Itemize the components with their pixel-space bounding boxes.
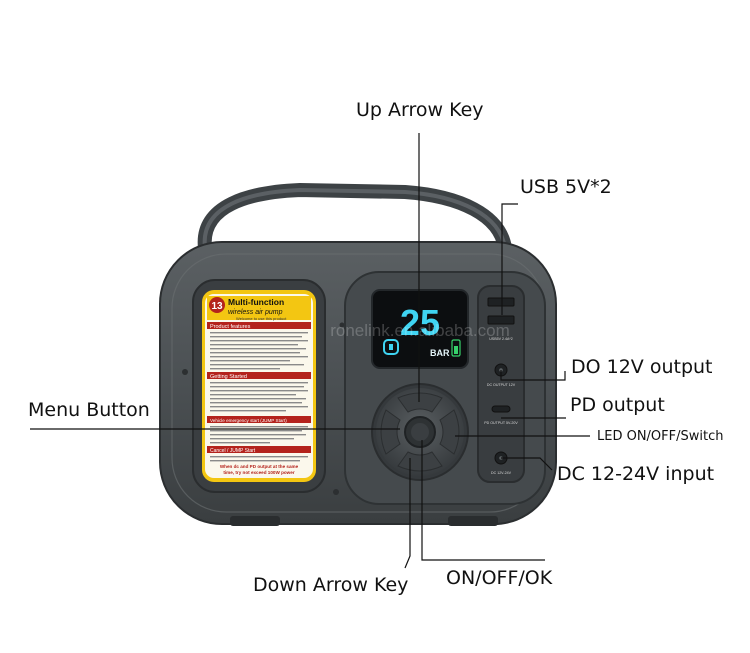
callout-menu-button: Menu Button (28, 399, 150, 421)
badge-circle (209, 297, 225, 313)
down-arrow-key[interactable] (397, 451, 443, 472)
tire-icon (383, 339, 399, 355)
label-section-features: Product features (210, 324, 251, 330)
usb-port-1[interactable] (487, 297, 515, 307)
callout-led-switch: LED ON/OFF/Switch (597, 429, 724, 444)
pd-output-port[interactable] (491, 405, 511, 413)
dc-in-port-label: DC 12V-24V (491, 471, 512, 475)
leader-on-off (421, 440, 545, 561)
menu-button[interactable] (380, 409, 401, 455)
watermark: ronelink.en.alibaba.com (330, 321, 510, 340)
label-footer-2: time, try not exceed 100W power (223, 470, 294, 475)
badge-number: 13 (211, 301, 223, 312)
callout-do-12v: DO 12V output (571, 356, 713, 378)
label-welcome: Welcome to use this product (236, 316, 287, 321)
label-footer-1: When dc and PD output at the same (220, 464, 299, 469)
lcd-display: 25 BAR (371, 289, 469, 369)
callout-usb: USB 5V*2 (520, 176, 612, 198)
battery-icon (451, 339, 461, 357)
callout-up-arrow-key: Up Arrow Key (356, 99, 484, 121)
pd-port-label: PD OUTPUT 5V-20V (484, 421, 518, 425)
label-subtitle: wireless air pump (228, 309, 283, 316)
leader-dc-in (501, 457, 553, 471)
port-column: USB5V 2.4A*2 DC OUTPUT 12V PD OUTPUT 5V-… (477, 285, 525, 483)
screw-mid (339, 322, 345, 328)
callout-dc-input: DC 12-24V input (557, 463, 715, 485)
left-foot (230, 516, 280, 526)
screw-left-top (182, 369, 188, 375)
screw-left-bottom (333, 489, 339, 495)
led-switch-button[interactable] (439, 409, 460, 455)
up-arrow-key[interactable] (397, 392, 443, 413)
leader-do (500, 370, 566, 381)
label-section-cancel: Cancel / JUMP Start (210, 448, 256, 454)
d-pad[interactable] (371, 383, 469, 481)
leader-down-arrow (404, 458, 411, 569)
label-panel: 13 Multi-function wireless air pump Welc… (192, 279, 326, 493)
label-section-getting-started: Getting Started (210, 374, 247, 380)
leader-usb (501, 203, 518, 315)
callout-down-arrow-key: Down Arrow Key (253, 574, 409, 596)
label-title: Multi-function (228, 297, 284, 307)
lcd-unit: BAR (430, 348, 450, 358)
callout-on-off-ok: ON/OFF/OK (446, 567, 553, 589)
usb-port-label: USB5V 2.4A*2 (489, 337, 513, 341)
callout-pd-output: PD output (570, 394, 665, 416)
usb-port-2[interactable] (487, 315, 515, 325)
callout-lines (30, 133, 590, 569)
do-port-label: DC OUTPUT 12V (487, 383, 516, 387)
lcd-reading: 25 (400, 302, 440, 343)
label-section-jump-start: Vehicle emergency start (JUMP Start) (210, 418, 287, 423)
label-feature-lines (210, 332, 308, 370)
right-foot (448, 516, 498, 526)
